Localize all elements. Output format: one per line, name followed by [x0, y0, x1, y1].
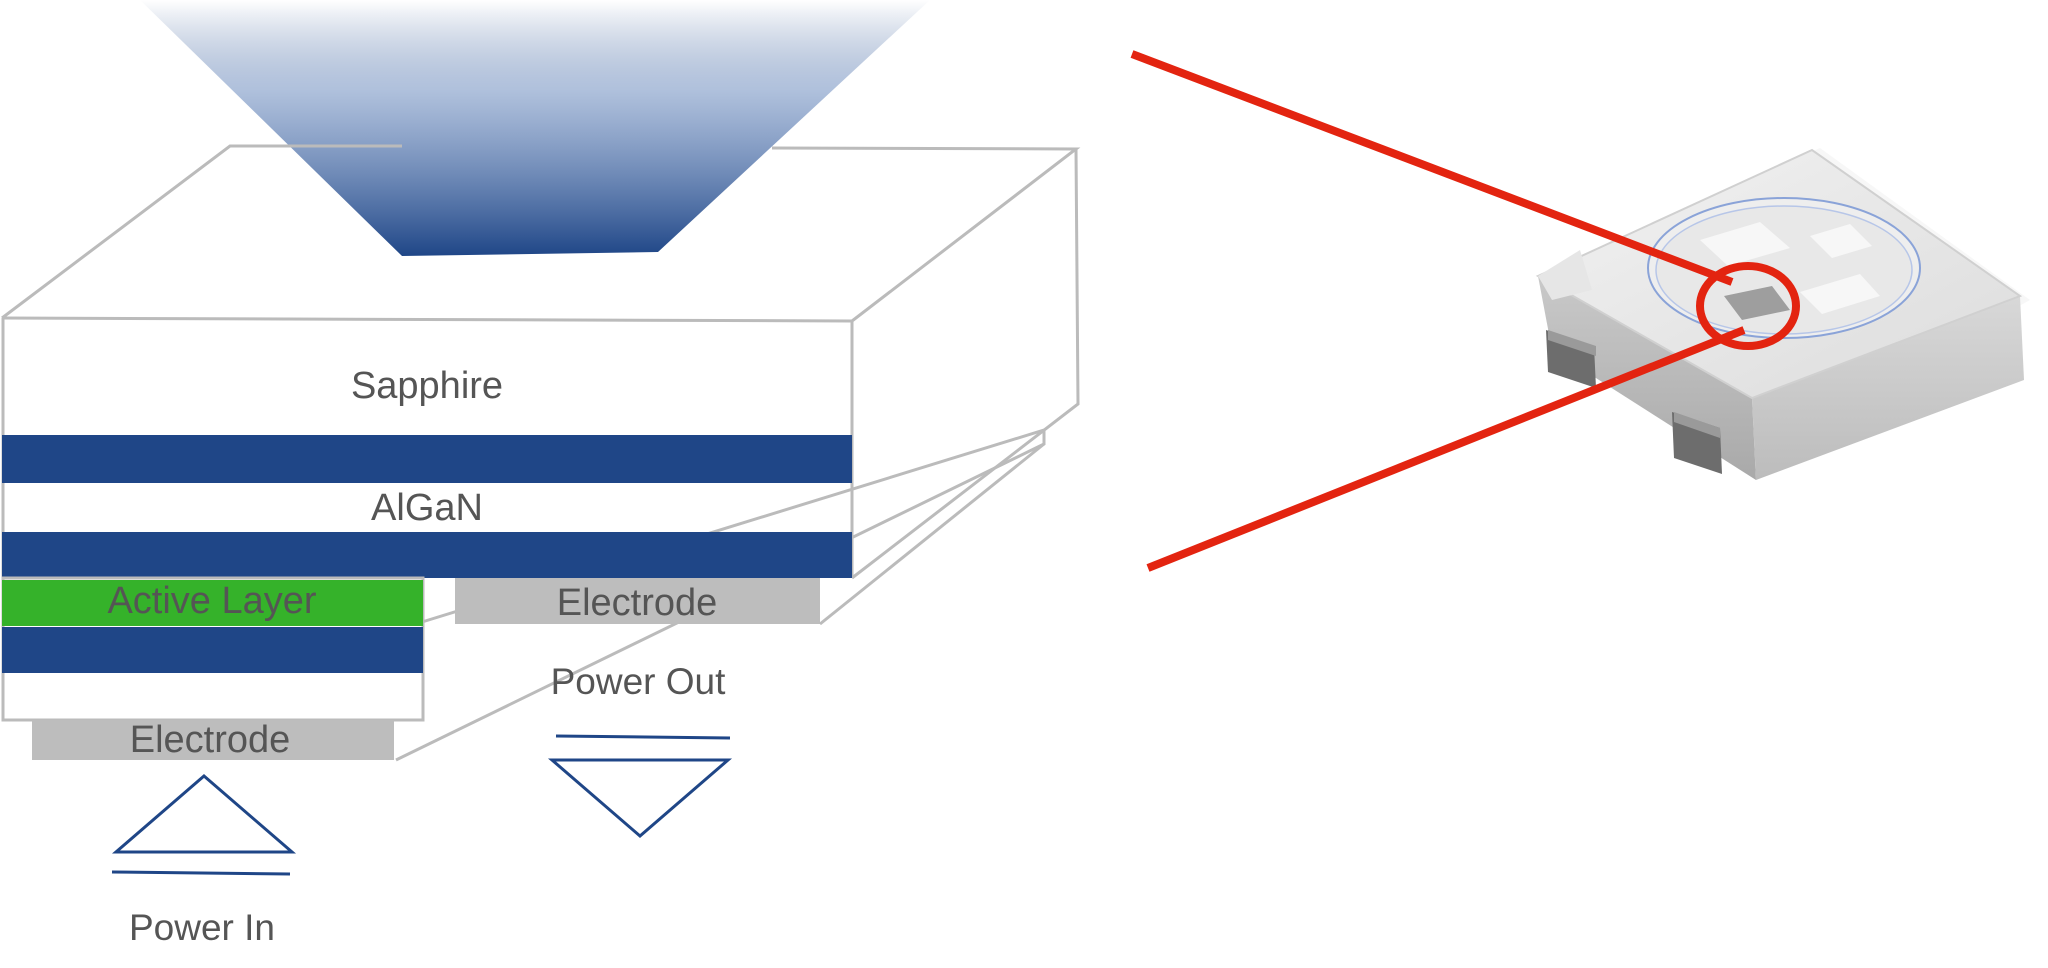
active-layer-band [2, 580, 423, 626]
smd-led-package-icon [1535, 148, 2030, 480]
navy-layer-1 [2, 435, 852, 483]
power-in-triangle-icon [111, 774, 297, 876]
power-out-triangle-icon [547, 734, 733, 838]
active-layer-label: Active Layer [107, 580, 316, 622]
chip-top-front-edge [1, 316, 853, 323]
navy-layer-3 [2, 627, 423, 673]
electrode-top-label: Electrode [557, 582, 718, 624]
algan-label: AlGaN [371, 487, 483, 529]
chip-top-face-right [771, 146, 1081, 323]
power-out-label: Power Out [551, 661, 727, 702]
electrode-bottom-label: Electrode [130, 719, 291, 761]
callout-ring [1696, 262, 1800, 350]
electrode-bottom-pad [32, 720, 394, 760]
light-beam-icon [140, 0, 930, 256]
navy-layer-2 [2, 532, 852, 578]
electrode-top-pad [455, 578, 820, 624]
power-in-label: Power In [129, 907, 275, 948]
callout-magnifier [1130, 50, 1800, 572]
chip-right-face [851, 148, 1080, 580]
electrode-top-pad-edge [819, 442, 1045, 626]
chip-top-face [1, 144, 402, 320]
sapphire-label: Sapphire [351, 365, 503, 407]
